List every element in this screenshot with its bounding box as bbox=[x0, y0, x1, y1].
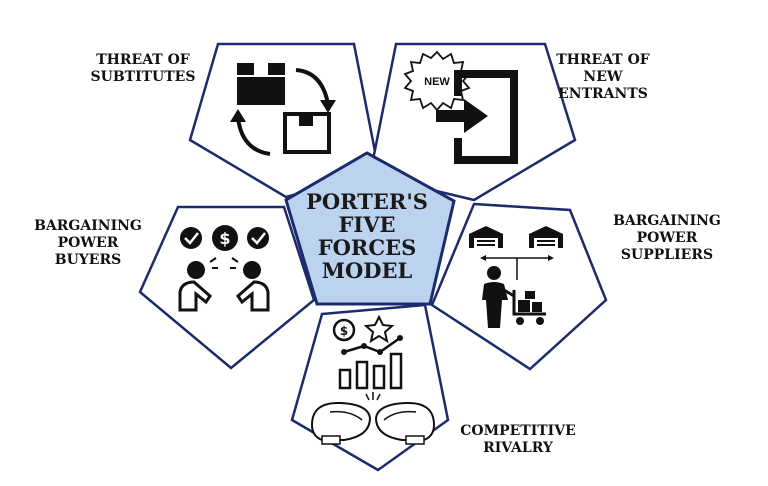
label-line: ENTRANTS bbox=[558, 86, 648, 102]
label-line: THREAT OF bbox=[556, 52, 650, 68]
center-title: PORTER'S FIVE FORCES MODEL bbox=[292, 190, 442, 282]
label-line: RIVALRY bbox=[483, 440, 553, 456]
center-title-line: PORTER'S bbox=[306, 189, 428, 214]
label-bargaining-power-buyers: BARGAINING POWER BUYERS bbox=[28, 218, 148, 269]
label-line: BARGAINING bbox=[34, 218, 142, 234]
label-line: THREAT OF bbox=[96, 52, 190, 68]
label-line: BARGAINING bbox=[613, 213, 721, 229]
svg-text:$: $ bbox=[340, 324, 348, 338]
label-line: SUBTITUTES bbox=[90, 69, 196, 85]
svg-text:$: $ bbox=[219, 229, 230, 248]
label-competitive-rivalry: COMPETITIVE RIVALRY bbox=[448, 423, 588, 457]
label-line: POWER bbox=[57, 235, 119, 251]
star-icon bbox=[363, 314, 395, 344]
pentagon-buyers bbox=[138, 205, 316, 370]
warehouse-supplier-icon bbox=[469, 226, 563, 328]
label-line: POWER bbox=[636, 230, 698, 246]
center-title-line: MODEL bbox=[321, 258, 413, 283]
center-title-line: FORCES bbox=[317, 235, 417, 260]
label-threat-of-substitutes: THREAT OF SUBTITUTES bbox=[78, 52, 208, 86]
boxing-gloves-icon: $ bbox=[310, 314, 436, 445]
enter-door-icon: NEW bbox=[403, 50, 518, 164]
center-title-line: FIVE bbox=[338, 212, 396, 237]
label-line: COMPETITIVE bbox=[460, 423, 576, 439]
label-line: NEW bbox=[583, 69, 623, 85]
pentagon-center bbox=[284, 151, 456, 306]
label-bargaining-power-suppliers: BARGAINING POWER SUPPLIERS bbox=[604, 213, 730, 264]
negotiation-icon: $ bbox=[178, 225, 270, 312]
box-cycle-icon bbox=[230, 63, 336, 156]
label-line: SUPPLIERS bbox=[620, 247, 714, 263]
pentagon-suppliers bbox=[430, 202, 608, 371]
new-badge-text: NEW bbox=[424, 76, 450, 88]
label-line: BUYERS bbox=[54, 252, 122, 268]
new-badge-icon bbox=[403, 50, 471, 112]
label-threat-of-new-entrants: THREAT OF NEW ENTRANTS bbox=[548, 52, 658, 103]
